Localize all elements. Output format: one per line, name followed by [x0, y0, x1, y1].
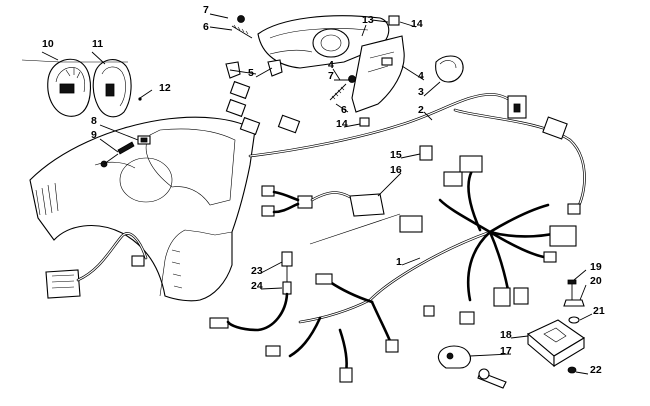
callout-c19: 19 — [590, 261, 602, 273]
bulb-socket-5-part — [225, 59, 283, 79]
secondary-harness — [272, 190, 401, 245]
module-18-part — [526, 319, 586, 368]
callout-c22: 22 — [590, 364, 602, 376]
callout-c4a: 4 — [328, 59, 334, 71]
callout-c6b: 6 — [341, 104, 347, 116]
screw-6-7-lower — [329, 75, 356, 101]
callout-c5: 5 — [248, 67, 254, 79]
switch-23-24-part — [226, 251, 293, 332]
clip-15-part — [419, 145, 433, 161]
headlight-housing-part — [257, 15, 390, 69]
callout-c21: 21 — [593, 305, 605, 317]
callout-c6a: 6 — [203, 21, 209, 33]
callout-c20: 20 — [590, 275, 602, 287]
callout-c7a: 7 — [203, 4, 209, 16]
left-harness-connector — [45, 232, 148, 299]
callout-c2: 2 — [418, 104, 424, 116]
headlight-connectors — [225, 80, 301, 136]
callout-c4b: 4 — [418, 70, 424, 82]
gauge-bezel-part — [92, 59, 132, 118]
callout-c16: 16 — [390, 164, 402, 176]
harness-connector-bodies — [209, 95, 581, 383]
grommet-ring-3-part — [435, 55, 464, 83]
bracket-4-part — [351, 35, 405, 113]
callout-c13: 13 — [362, 14, 374, 26]
callout-c1: 1 — [396, 256, 402, 268]
callout-c15: 15 — [390, 149, 402, 161]
leader-lines-left — [41, 51, 153, 99]
hardware-19-22-part — [563, 279, 585, 374]
screw-6-7-upper — [231, 15, 253, 39]
callout-leader-lines — [209, 13, 593, 375]
callout-c10: 10 — [42, 38, 54, 50]
callout-c23: 23 — [251, 265, 263, 277]
key-17-part — [437, 345, 507, 389]
switch-8-part — [137, 135, 151, 145]
callout-c18: 18 — [500, 329, 512, 341]
callout-c3: 3 — [418, 86, 424, 98]
callout-c24: 24 — [251, 280, 263, 292]
callout-c14a: 14 — [411, 18, 423, 30]
leader-8-9 — [99, 124, 139, 153]
bracket-line — [21, 59, 128, 63]
callout-c9: 9 — [91, 129, 97, 141]
main-wiring-harness — [248, 93, 586, 374]
callout-c14b: 14 — [336, 118, 348, 130]
speedometer-gauge-part — [47, 58, 92, 117]
callout-c8: 8 — [91, 115, 97, 127]
callout-c7b: 7 — [328, 70, 334, 82]
screw-12-dot — [138, 97, 142, 101]
screw-9-part — [100, 141, 135, 168]
callout-c11: 11 — [92, 38, 103, 50]
clip-14-part — [359, 15, 400, 127]
callout-c17: 17 — [500, 345, 512, 357]
callout-c12: 12 — [159, 82, 171, 94]
